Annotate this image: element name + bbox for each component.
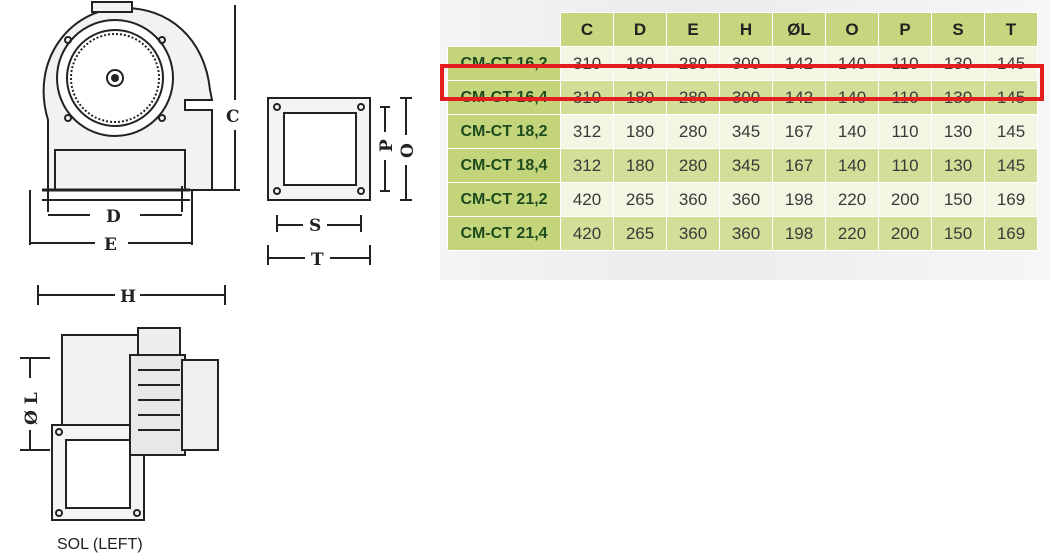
value-cell: 360 <box>719 216 773 251</box>
model-cell: CM-CT 18,2 <box>447 114 561 149</box>
model-cell: CM-CT 18,4 <box>447 148 561 183</box>
value-cell: 265 <box>613 216 667 251</box>
table-row: CM-CT 21,4 420 265 360 360 198 220 200 1… <box>447 216 1038 251</box>
value-cell: 169 <box>984 182 1038 217</box>
value-cell: 420 <box>560 216 614 251</box>
dimension-label-s: S <box>309 216 321 236</box>
dimension-table: C D E H ØL O P S T CM-CT 16,2 310 180 28… <box>447 12 1038 251</box>
value-cell: 180 <box>613 148 667 183</box>
value-cell: 345 <box>719 114 773 149</box>
highlighted-row-outline <box>440 64 1044 101</box>
dimension-label-e: E <box>104 235 117 255</box>
value-cell: 140 <box>825 114 879 149</box>
value-cell: 345 <box>719 148 773 183</box>
column-header: C <box>560 12 614 47</box>
value-cell: 220 <box>825 182 879 217</box>
value-cell: 167 <box>772 148 826 183</box>
column-header: E <box>666 12 720 47</box>
value-cell: 130 <box>931 46 985 81</box>
value-cell: 150 <box>931 182 985 217</box>
value-cell: 142 <box>772 46 826 81</box>
dimension-label-t: T <box>311 250 324 270</box>
value-cell: 310 <box>560 46 614 81</box>
value-cell: 110 <box>878 148 932 183</box>
dimension-label-c: C <box>226 107 240 127</box>
column-header: P <box>878 12 932 47</box>
value-cell: 180 <box>613 114 667 149</box>
value-cell: 200 <box>878 182 932 217</box>
value-cell: 360 <box>666 216 720 251</box>
value-cell: 280 <box>666 114 720 149</box>
value-cell: 280 <box>666 148 720 183</box>
value-cell: 312 <box>560 148 614 183</box>
value-cell: 198 <box>772 216 826 251</box>
dimension-label-p: P <box>377 139 397 152</box>
value-cell: 360 <box>666 182 720 217</box>
value-cell: 145 <box>984 148 1038 183</box>
dimension-label-l: Ø L <box>22 392 42 425</box>
dimension-label-d: D <box>106 207 121 227</box>
front-view-drawing <box>29 1 240 245</box>
value-cell: 145 <box>984 114 1038 149</box>
value-cell: 198 <box>772 182 826 217</box>
value-cell: 220 <box>825 216 879 251</box>
value-cell: 312 <box>560 114 614 149</box>
side-view-caption: SOL (LEFT) <box>57 536 143 553</box>
column-header: H <box>719 12 773 47</box>
value-cell: 420 <box>560 182 614 217</box>
value-cell: 130 <box>931 148 985 183</box>
value-cell: 200 <box>878 216 932 251</box>
table-row: CM-CT 18,4 312 180 280 345 167 140 110 1… <box>447 148 1038 183</box>
value-cell: 180 <box>613 46 667 81</box>
value-cell: 265 <box>613 182 667 217</box>
table-header-corner <box>448 13 561 47</box>
column-header: T <box>984 12 1038 47</box>
value-cell: 167 <box>772 114 826 149</box>
dimension-label-h: H <box>120 287 136 307</box>
table-header-row: C D E H ØL O P S T <box>448 12 1038 47</box>
table-row: CM-CT 18,2 312 180 280 345 167 140 110 1… <box>447 114 1038 149</box>
column-header: S <box>931 12 985 47</box>
value-cell: 110 <box>878 114 932 149</box>
value-cell: 110 <box>878 46 932 81</box>
value-cell: 140 <box>825 148 879 183</box>
outlet-flange-drawing <box>267 97 412 265</box>
value-cell: 150 <box>931 216 985 251</box>
column-header: O <box>825 12 879 47</box>
value-cell: 169 <box>984 216 1038 251</box>
side-view-drawing <box>20 285 226 521</box>
model-cell: CM-CT 21,2 <box>447 182 561 217</box>
dimension-label-o: O <box>398 143 418 158</box>
model-cell: CM-CT 21,4 <box>447 216 561 251</box>
value-cell: 130 <box>931 114 985 149</box>
column-header: D <box>613 12 667 47</box>
table-row: CM-CT 21,2 420 265 360 360 198 220 200 1… <box>447 182 1038 217</box>
value-cell: 300 <box>719 46 773 81</box>
model-cell: CM-CT 16,2 <box>447 46 561 81</box>
value-cell: 360 <box>719 182 773 217</box>
column-header: ØL <box>772 12 826 47</box>
table-row: CM-CT 16,2 310 180 280 300 142 140 110 1… <box>447 46 1038 81</box>
